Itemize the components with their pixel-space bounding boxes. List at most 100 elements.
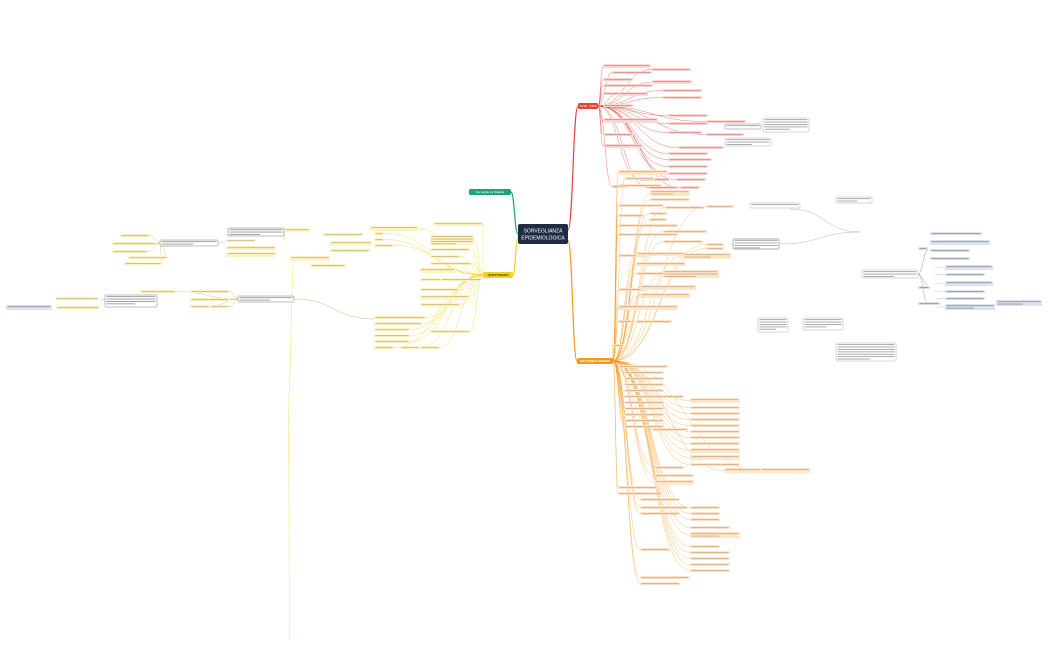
connector-line: [612, 360, 625, 427]
node-text-placeholder: [626, 178, 654, 180]
connector-line: [99, 298, 106, 302]
node-text-placeholder: [691, 413, 739, 415]
node-text-placeholder: [946, 274, 984, 276]
node-text-placeholder: [919, 287, 929, 289]
topic-node-89[interactable]: [654, 480, 694, 485]
connector-line: [612, 360, 619, 494]
node-text-placeholder: [434, 223, 482, 225]
topic-node-35[interactable]: [650, 190, 690, 196]
topic-node-128[interactable]: [996, 300, 1042, 306]
node-text-placeholder: [863, 271, 917, 273]
node-text-placeholder: [604, 85, 652, 87]
topic-node-86[interactable]: [760, 468, 810, 473]
node-text-placeholder: [431, 243, 456, 245]
node-text-placeholder: [619, 366, 667, 368]
topic-node-108[interactable]: [749, 202, 801, 209]
topic-node-99[interactable]: [690, 532, 740, 538]
node-text-placeholder: [421, 296, 469, 298]
node-text-placeholder: [759, 319, 787, 321]
topic-node-83[interactable]: [690, 455, 740, 460]
connector-line: [612, 360, 691, 547]
topic-node-113[interactable]: [835, 196, 873, 204]
node-text-placeholder: [997, 303, 1023, 305]
node-text-placeholder: [764, 121, 808, 123]
node-text-placeholder: [421, 347, 439, 349]
node-text-placeholder: [804, 321, 842, 323]
connector-line: [469, 274, 484, 332]
topic-node-129[interactable]: [370, 226, 418, 231]
node-text-placeholder: [619, 234, 677, 236]
topic-node-11[interactable]: [603, 118, 658, 123]
topic-node-74[interactable]: [690, 398, 740, 403]
topic-node-163[interactable]: [159, 239, 219, 247]
main-branch-yellow[interactable]: QUESTIONARI: [483, 272, 513, 278]
node-text-placeholder: [229, 234, 261, 235]
node-text-placeholder: [113, 243, 155, 245]
topic-node-110[interactable]: [757, 317, 789, 333]
topic-node-29[interactable]: [724, 123, 762, 130]
node-text-placeholder: [625, 420, 663, 422]
topic-node-138[interactable]: [420, 268, 456, 273]
node-text-placeholder: [655, 467, 683, 469]
main-branch-orange[interactable]: INFLUENZA AVIARIA: [577, 358, 613, 364]
topic-node-58[interactable]: [618, 305, 678, 310]
node-text-placeholder: [7, 306, 51, 308]
topic-node-156[interactable]: [290, 256, 330, 261]
topic-node-30[interactable]: [762, 117, 810, 133]
connector-line: [473, 239, 484, 276]
node-text-placeholder: [691, 535, 719, 537]
node-text-placeholder: [681, 187, 699, 189]
node-text-placeholder: [106, 296, 156, 298]
main-branch-red[interactable]: VETE - 1998: [578, 103, 598, 109]
topic-node-51[interactable]: [683, 253, 731, 259]
main-branch-green[interactable]: Sorveglianza Malattie: [469, 189, 511, 195]
node-text-placeholder: [684, 256, 711, 258]
topic-node-121[interactable]: [945, 281, 993, 286]
node-text-placeholder: [227, 253, 275, 255]
node-text-placeholder: [677, 179, 705, 181]
topic-node-178[interactable]: [6, 305, 52, 310]
node-text-placeholder: [946, 305, 994, 307]
node-text-placeholder: [919, 248, 927, 250]
node-text-placeholder: [707, 248, 723, 250]
node-text-placeholder: [759, 324, 787, 325]
topic-node-124[interactable]: [945, 304, 995, 310]
node-text-placeholder: [837, 353, 895, 355]
node-text-placeholder: [837, 200, 858, 202]
connector-lines: [99, 65, 945, 641]
topic-node-169[interactable]: [237, 295, 295, 303]
topic-node-82[interactable]: [690, 448, 740, 453]
connector-line: [612, 321, 619, 362]
topic-node-119[interactable]: [945, 265, 993, 270]
node-text-placeholder: [663, 97, 701, 99]
topic-node-32[interactable]: [618, 170, 668, 175]
node-text-placeholder: [734, 247, 760, 249]
topic-node-116[interactable]: [930, 240, 990, 245]
node-text-placeholder: [679, 147, 723, 149]
topic-node-109[interactable]: [732, 238, 780, 250]
node-text-placeholder: [641, 499, 679, 501]
node-text-placeholder: [734, 245, 778, 246]
node-text-placeholder: [707, 244, 723, 246]
node-text-placeholder: [946, 298, 984, 300]
node-text-placeholder: [637, 263, 685, 265]
node-text-placeholder: [421, 269, 455, 271]
topic-node-57[interactable]: [640, 293, 690, 298]
topic-node-134[interactable]: [430, 235, 474, 245]
node-text-placeholder: [311, 265, 345, 267]
topic-node-154[interactable]: [330, 241, 372, 246]
connector-line: [149, 235, 161, 244]
connector-line: [229, 291, 239, 300]
topic-node-142[interactable]: [420, 295, 470, 300]
node-text-placeholder: [431, 241, 473, 242]
main-branch-orange-label: INFLUENZA AVIARIA: [580, 359, 611, 363]
node-text-placeholder: [637, 253, 685, 255]
node-text-placeholder: [125, 263, 161, 265]
node-text-placeholder: [619, 255, 647, 257]
node-text-placeholder: [291, 257, 329, 259]
connector-line: [612, 192, 651, 362]
node-text-placeholder: [229, 231, 283, 233]
central-topic[interactable]: SORVEGLIANZA EPIDEMIOLOGICA: [518, 224, 568, 244]
topic-node-56[interactable]: [640, 285, 696, 290]
topic-node-162[interactable]: [226, 252, 276, 257]
